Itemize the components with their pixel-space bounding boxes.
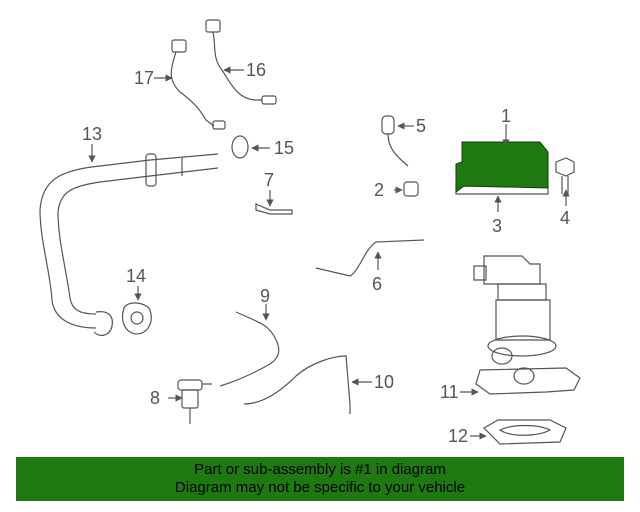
callout-13: 13 xyxy=(82,124,102,144)
callout-6: 6 xyxy=(372,274,382,294)
tube-6 xyxy=(315,239,425,277)
callout-1: 1 xyxy=(501,106,511,126)
callout-5: 5 xyxy=(416,116,426,136)
callout-16: 16 xyxy=(246,60,266,80)
bracket-7 xyxy=(255,203,293,215)
hose-10 xyxy=(243,355,351,414)
solenoid-8 xyxy=(177,379,212,424)
banner-line-2: Diagram may not be specific to your vehi… xyxy=(174,479,466,496)
callout-12: 12 xyxy=(448,426,468,446)
plug-2 xyxy=(403,181,419,197)
hose-9 xyxy=(219,311,280,387)
egr-valve-11 xyxy=(473,255,581,395)
oxygen-sensor-16 xyxy=(205,19,277,105)
callout-11: 11 xyxy=(440,382,459,402)
callout-17: 17 xyxy=(134,68,154,88)
callout-3: 3 xyxy=(492,216,502,236)
callout-2: 2 xyxy=(374,180,384,200)
highlighted-part-1 xyxy=(455,141,549,193)
oxygen-sensor-17 xyxy=(170,39,226,130)
callout-8: 8 xyxy=(150,388,160,408)
callout-7: 7 xyxy=(264,170,274,190)
gasket-ring-15 xyxy=(231,135,249,159)
callout-15: 15 xyxy=(274,138,294,158)
gasket-14 xyxy=(121,302,152,335)
gasket-12 xyxy=(483,419,567,445)
callout-14: 14 xyxy=(126,266,146,286)
callout-10: 10 xyxy=(374,372,394,392)
egr-tube-13 xyxy=(39,153,219,336)
callout-4: 4 xyxy=(560,208,570,228)
sensor-5 xyxy=(381,115,409,167)
parts-diagram: 1 2 3 4 5 6 7 8 9 10 11 12 13 14 15 16 1… xyxy=(39,19,581,446)
bolt-4 xyxy=(555,157,575,194)
banner-line-1: Part or sub-assembly is #1 in diagram xyxy=(194,461,446,478)
callout-9: 9 xyxy=(260,286,270,306)
info-banner: Part or sub-assembly is #1 in diagram Di… xyxy=(16,457,624,501)
